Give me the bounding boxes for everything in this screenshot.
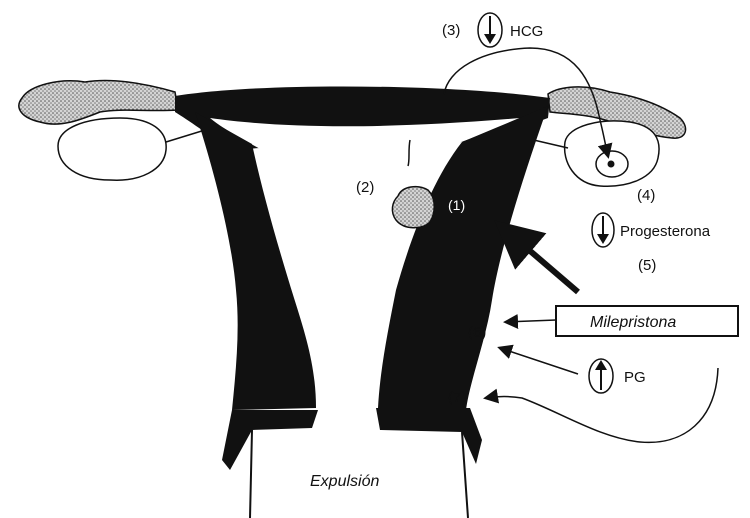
step5-label: (5) [638, 257, 656, 274]
left-uterine-wall [195, 112, 316, 410]
implanted-embryo [392, 187, 434, 228]
hcg-down-icon [478, 13, 502, 47]
left-ovary [58, 118, 166, 180]
pg-up-icon [589, 359, 613, 393]
wall-number-label: (1) [448, 197, 465, 213]
pg-to-6-arrow [500, 348, 578, 374]
expulsion-label: Expulsión [310, 473, 379, 490]
ovary-number-label: (4) [637, 187, 655, 204]
pg-label: PG [624, 369, 646, 386]
step7-label: (7) [448, 389, 466, 406]
progesterone-label: Progesterona [620, 223, 711, 240]
corpus-luteum-core [608, 161, 615, 168]
mifepristone-to-6-arrow [506, 320, 556, 322]
mifepristone-main-arrow [508, 232, 578, 292]
mifepristone-label: Milepristona [590, 314, 676, 331]
step6-label: (6) [468, 324, 486, 341]
mass-number-label: (2) [356, 179, 374, 196]
progesterone-down-icon [592, 213, 614, 247]
left-ovarian-ligament [166, 130, 205, 142]
right-cervix [376, 408, 482, 464]
hcg-label: HCG [510, 23, 543, 40]
left-fallopian-tube [19, 80, 178, 124]
hcg-number-label: (3) [442, 22, 460, 39]
left-cervix [222, 410, 318, 470]
